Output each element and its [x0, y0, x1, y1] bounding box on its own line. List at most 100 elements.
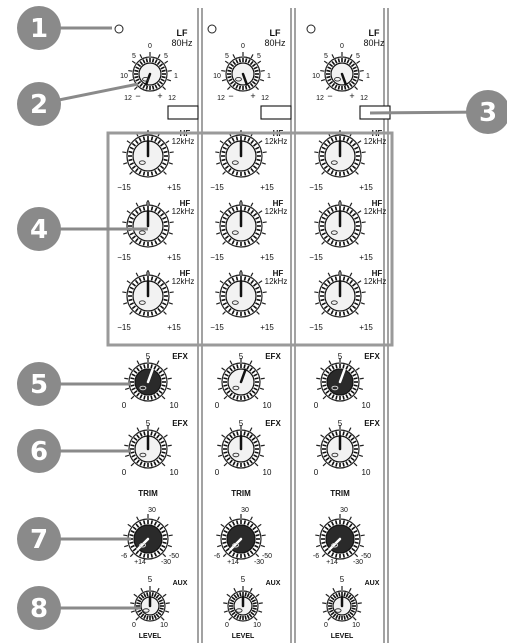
- lowcut-knob[interactable]: [221, 52, 265, 92]
- aux-knob[interactable]: [223, 586, 263, 622]
- lowcut-scale-label: 5: [225, 53, 229, 60]
- efx-min-label: 0: [122, 468, 127, 477]
- efx-knob[interactable]: [217, 425, 265, 469]
- callout-number: 6: [30, 437, 48, 467]
- trim-scale-label: -30: [254, 559, 264, 566]
- callout-number: 2: [30, 90, 48, 120]
- lowcut-scale-label: 1: [267, 73, 271, 80]
- lowcut-plus: +: [157, 91, 162, 101]
- callout-badge: [17, 82, 61, 126]
- efx-center-label: 5: [338, 419, 343, 428]
- eq-knob[interactable]: [215, 270, 267, 318]
- lowcut-scale-label: 10: [213, 73, 221, 80]
- callout-badge: [17, 517, 61, 561]
- eq-knob[interactable]: [314, 270, 366, 318]
- eq-max-label: +15: [359, 253, 373, 262]
- trim-label: TRIM: [330, 489, 350, 498]
- eq-knob[interactable]: [215, 130, 267, 178]
- callout-4: 4: [17, 207, 148, 251]
- trim-scale-label: -6: [313, 553, 319, 560]
- lowcut-label: LF: [177, 28, 188, 38]
- eq-knob[interactable]: [122, 270, 174, 318]
- eq-knob[interactable]: [215, 200, 267, 248]
- aux-knob[interactable]: [130, 586, 170, 622]
- lowcut-knob[interactable]: [128, 52, 172, 92]
- eq-band-label: HF: [180, 269, 191, 278]
- trim-scale-label: -6: [214, 553, 220, 560]
- efx-label: EFX: [364, 352, 380, 361]
- aux-center-label: 5: [148, 575, 153, 584]
- eq-knob-3: 0HF12kHz−15+15: [309, 269, 386, 332]
- eq-max-label: +15: [260, 183, 274, 192]
- eq-freq-label: 12kHz: [265, 207, 288, 216]
- aux-knob[interactable]: [322, 586, 362, 622]
- lowcut-knob[interactable]: [320, 52, 364, 92]
- eq-knob[interactable]: [122, 200, 174, 248]
- callout-number: 5: [30, 370, 48, 400]
- eq-max-label: +15: [359, 323, 373, 332]
- lowcut-scale-label: 0: [241, 43, 245, 50]
- efx-knob[interactable]: [316, 358, 364, 402]
- trim-knob[interactable]: [123, 514, 173, 560]
- lowcut-scale-label: 5: [257, 53, 261, 60]
- callout-badge: [17, 429, 61, 473]
- lowcut-minus: −: [228, 91, 233, 101]
- trim-scale-label: 30: [241, 507, 249, 514]
- peak-led: [306, 24, 316, 34]
- aux-max-label: 10: [160, 622, 168, 629]
- efx-label: EFX: [172, 419, 188, 428]
- efx-knob[interactable]: [124, 358, 172, 402]
- lowcut-scale-label: 12: [217, 95, 225, 102]
- trim-scale-label: -30: [161, 559, 171, 566]
- efx-center-label: 5: [239, 419, 244, 428]
- trim-scale-label: +14: [326, 559, 338, 566]
- efx-knob[interactable]: [124, 425, 172, 469]
- eq-knob[interactable]: [314, 130, 366, 178]
- aux-label: AUX: [365, 580, 380, 587]
- trim-scale-label: -6: [121, 553, 127, 560]
- aux-label: AUX: [266, 580, 281, 587]
- eq-knob[interactable]: [314, 200, 366, 248]
- eq-knob[interactable]: [122, 130, 174, 178]
- aux-level-label: LEVEL: [139, 633, 162, 640]
- efx-max-label: 10: [362, 468, 371, 477]
- eq-min-label: −15: [117, 253, 131, 262]
- eq-max-label: +15: [167, 183, 181, 192]
- lowcut-scale-label: 10: [120, 73, 128, 80]
- callout-badge: [17, 362, 61, 406]
- lowcut-scale-label: 12: [316, 95, 324, 102]
- trim-scale-label: 30: [148, 507, 156, 514]
- eq-freq-label: 12kHz: [172, 277, 195, 286]
- lowcut-scale-label: 12: [168, 95, 176, 102]
- efx-max-label: 10: [362, 401, 371, 410]
- eq-min-label: −15: [117, 323, 131, 332]
- channel-strip-3: LF80Hz0551011212−+0HF12kHz−15+150HF12kHz…: [306, 24, 391, 640]
- callout-3: 3: [369, 90, 507, 134]
- eq-max-label: +15: [167, 323, 181, 332]
- eq-knob-3: 0HF12kHz−15+15: [210, 269, 287, 332]
- trim-scale-label: +14: [227, 559, 239, 566]
- efx-knob[interactable]: [217, 358, 265, 402]
- eq-highlight-box: [106, 131, 394, 347]
- eq-knob-1: 0HF12kHz−15+15: [309, 129, 386, 192]
- lowcut-label: LF: [369, 28, 380, 38]
- callout-1: 1: [17, 6, 112, 50]
- aux-label: AUX: [173, 580, 188, 587]
- eq-knob-2: 0HF12kHz−15+15: [117, 199, 194, 262]
- eq-band-label: HF: [273, 269, 284, 278]
- eq-freq-label: 12kHz: [265, 137, 288, 146]
- trim-knob[interactable]: [315, 514, 365, 560]
- lowcut-scale-label: 5: [132, 53, 136, 60]
- scribble-strip[interactable]: [260, 105, 292, 120]
- aux-min-label: 0: [132, 622, 136, 629]
- trim-knob[interactable]: [216, 514, 266, 560]
- efx-knob[interactable]: [316, 425, 364, 469]
- scribble-strip[interactable]: [167, 105, 199, 120]
- eq-knob-2: 0HF12kHz−15+15: [210, 199, 287, 262]
